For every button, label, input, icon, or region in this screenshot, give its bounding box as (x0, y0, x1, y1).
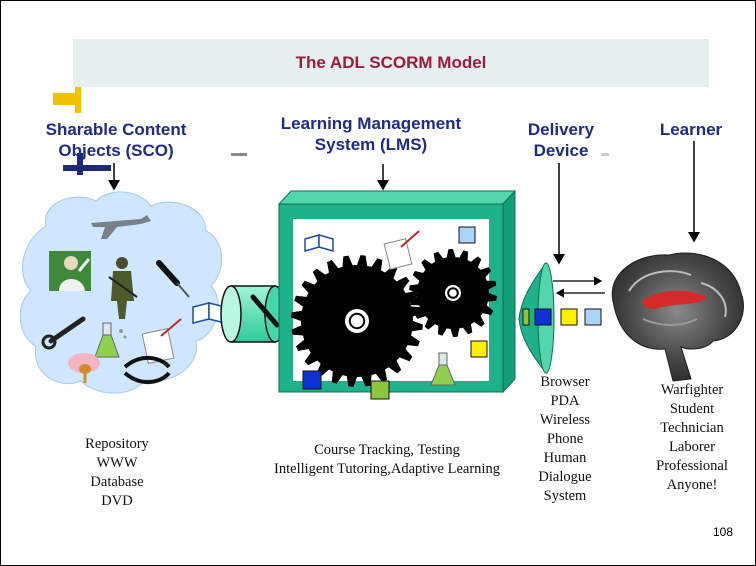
book-icon-lms (304, 234, 334, 252)
header-sco-line2: Objects (SCO) (58, 141, 174, 160)
accent-bar-navy (63, 165, 111, 171)
learner-item: Student (669, 401, 715, 417)
header-learner: Learner (659, 120, 723, 139)
packet-yellow (560, 308, 578, 326)
learner-item: Warfighter (660, 382, 724, 398)
title-band (73, 39, 709, 87)
header-sco: Sharable Content Objects (SCO) (21, 119, 211, 161)
device-list: Browser PDA Wireless Phone Human Dialogu… (529, 373, 601, 506)
learner-item: Anyone! (666, 477, 718, 493)
brain-icon (611, 252, 744, 382)
accent-bar-yellow-vertical (75, 61, 81, 113)
page-title: The ADL SCORM Model (295, 53, 487, 72)
documents-icon-lms (383, 230, 420, 270)
documents-icon (141, 318, 182, 364)
repository-list: Repository WWW Database DVD (67, 435, 167, 511)
header-delivery: Delivery Device (501, 119, 621, 161)
device-item: Human (543, 450, 587, 466)
repository-item: DVD (101, 493, 133, 509)
gear-hub-ring (348, 312, 366, 330)
input-cylinder (220, 285, 286, 343)
repository-item: Repository (85, 436, 149, 452)
jet-icon (91, 215, 151, 239)
header-sco-line1: Sharable Content (45, 120, 187, 139)
screwdriver-icon (156, 260, 190, 298)
wrench-icon (41, 316, 86, 350)
header-delivery-line2: Device (533, 141, 589, 160)
lms-functions: Course Tracking, Testing Intelligent Tut… (239, 441, 535, 479)
packet-lightblue (584, 308, 602, 326)
repository-item: WWW (96, 455, 138, 471)
learner-item: Professional (656, 458, 728, 474)
learner-list: Warfighter Student Technician Laborer Pr… (641, 381, 743, 495)
device-item: Phone (546, 431, 584, 447)
square-green-lms (370, 380, 390, 400)
repository-item: Database (90, 474, 144, 490)
header-delivery-line1: Delivery (527, 120, 595, 139)
brain-small-icon (68, 353, 100, 383)
device-item: Dialogue (538, 469, 592, 485)
header-lms-line1: Learning Management (280, 114, 462, 133)
device-item: System (543, 488, 587, 504)
square-navy-lms (302, 370, 322, 390)
soldier-icon (108, 257, 138, 319)
instructor-photo-icon (49, 251, 91, 291)
learner-item: Laborer (669, 439, 715, 455)
device-item: PDA (550, 393, 580, 409)
device-item: Browser (540, 374, 590, 390)
accent-dash (231, 153, 247, 156)
accent-dash-right (601, 153, 609, 156)
accent-bar-yellow (53, 93, 79, 105)
pliers-icon (123, 356, 171, 384)
small-gear-icon (409, 249, 497, 337)
packet-green (522, 308, 530, 326)
square-lightblue-lms (458, 226, 476, 244)
square-yellow-lms (470, 340, 488, 358)
lms-function-line: Course Tracking, Testing (314, 442, 460, 458)
accent-bar-navy-vertical (77, 153, 83, 175)
flask-icon-lms (430, 352, 456, 386)
packet-navy (534, 308, 552, 326)
device-item: Wireless (539, 412, 591, 428)
large-gear-icon (291, 255, 423, 387)
lms-function-line: Intelligent Tutoring,Adaptive Learning (274, 461, 500, 477)
learner-item: Technician (660, 420, 724, 436)
gear-hub-ring (447, 287, 459, 299)
flask-icon (94, 322, 127, 358)
page-number: 108 (712, 525, 733, 539)
header-lms-line2: System (LMS) (314, 135, 428, 154)
header-lms: Learning Management System (LMS) (251, 113, 491, 155)
